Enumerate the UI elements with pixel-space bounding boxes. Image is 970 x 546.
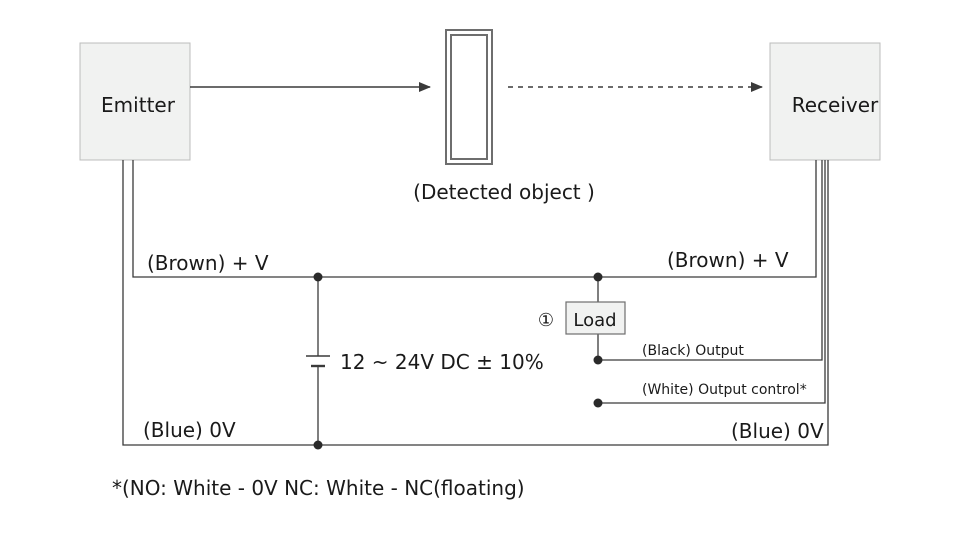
supply-label: 12 ~ 24V DC ± 10% [340,350,544,374]
wires [122,160,829,446]
right-brown-label: (Brown) + V [667,248,789,272]
receiver-label: Receiver [792,93,879,117]
load-box: Load [565,301,626,335]
left-blue-label: (Blue) 0V [143,418,236,442]
receiver-box: Receiver [769,42,881,161]
detected-object: (Detected object ) [413,29,595,204]
emitter-label: Emitter [101,93,176,117]
load-label: Load [573,310,616,331]
battery-symbol [306,355,330,368]
emitter-box: Emitter [79,42,191,161]
detected-object-label: (Detected object ) [413,180,595,204]
footnote: *(NO: White - 0V NC: White - NC(floating… [112,476,525,500]
black-output-label: (Black) Output [642,343,744,359]
right-blue-label: (Blue) 0V [731,419,824,443]
junction-dots [313,272,603,450]
white-output-label: (White) Output control* [642,382,807,398]
load-marker: ① [538,310,554,331]
left-brown-label: (Brown) + V [147,251,269,275]
